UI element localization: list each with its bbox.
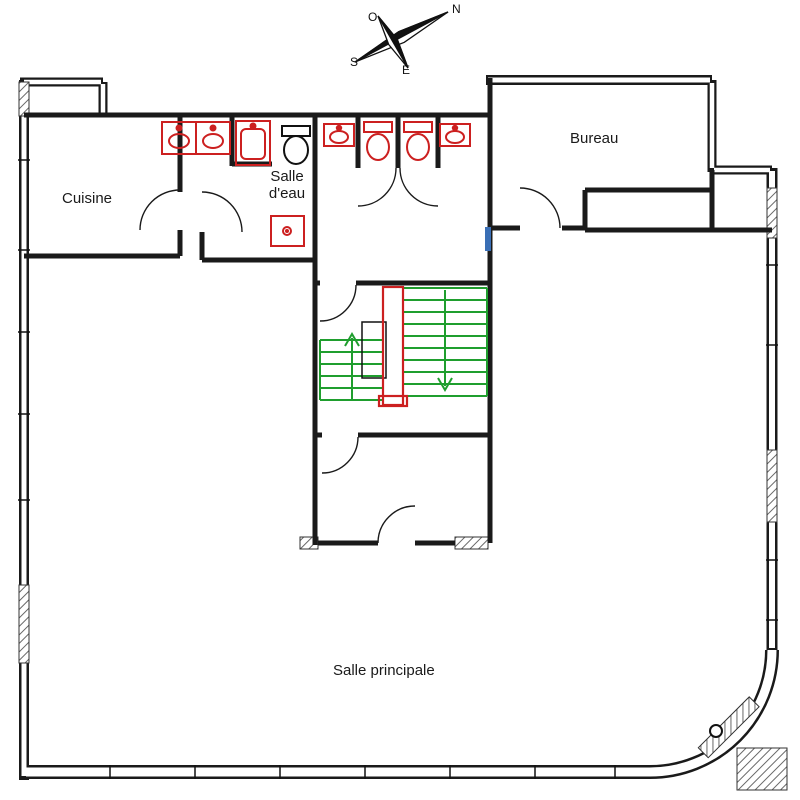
sink-icon (161, 121, 231, 155)
compass-rose-icon (354, 11, 449, 69)
shower-icon (270, 215, 305, 247)
room-label-cuisine: Cuisine (62, 190, 113, 207)
interior-walls (24, 78, 772, 546)
toilet-icon (281, 125, 311, 165)
room-label-bureau: Bureau (570, 130, 619, 147)
blue-wall-marker (485, 227, 491, 251)
window-mullions (18, 159, 778, 779)
stair-railing (377, 285, 409, 408)
compass-south-label: S (350, 55, 359, 69)
sink-icon (235, 120, 271, 166)
compass-east-label: E (402, 63, 411, 77)
sink-icon (323, 123, 355, 147)
hatched-wall-segments (18, 81, 788, 791)
sink-icon (439, 123, 471, 147)
staircase (319, 287, 488, 401)
toilet-icon (363, 121, 393, 161)
column-icon (709, 724, 723, 738)
stair-flight-outline (361, 321, 387, 379)
compass-west-label: O (368, 10, 378, 24)
toilet-icon (403, 121, 433, 161)
stair-down-arrow-icon (437, 290, 453, 392)
room-label-salle-principale: Salle principale (333, 662, 435, 679)
room-label-salle-eau: Salle d'eau (268, 168, 306, 203)
door-arcs (139, 167, 561, 544)
stair-up-arrow-icon (344, 332, 360, 400)
fixtures (161, 120, 471, 247)
compass-north-label: N (452, 2, 461, 16)
